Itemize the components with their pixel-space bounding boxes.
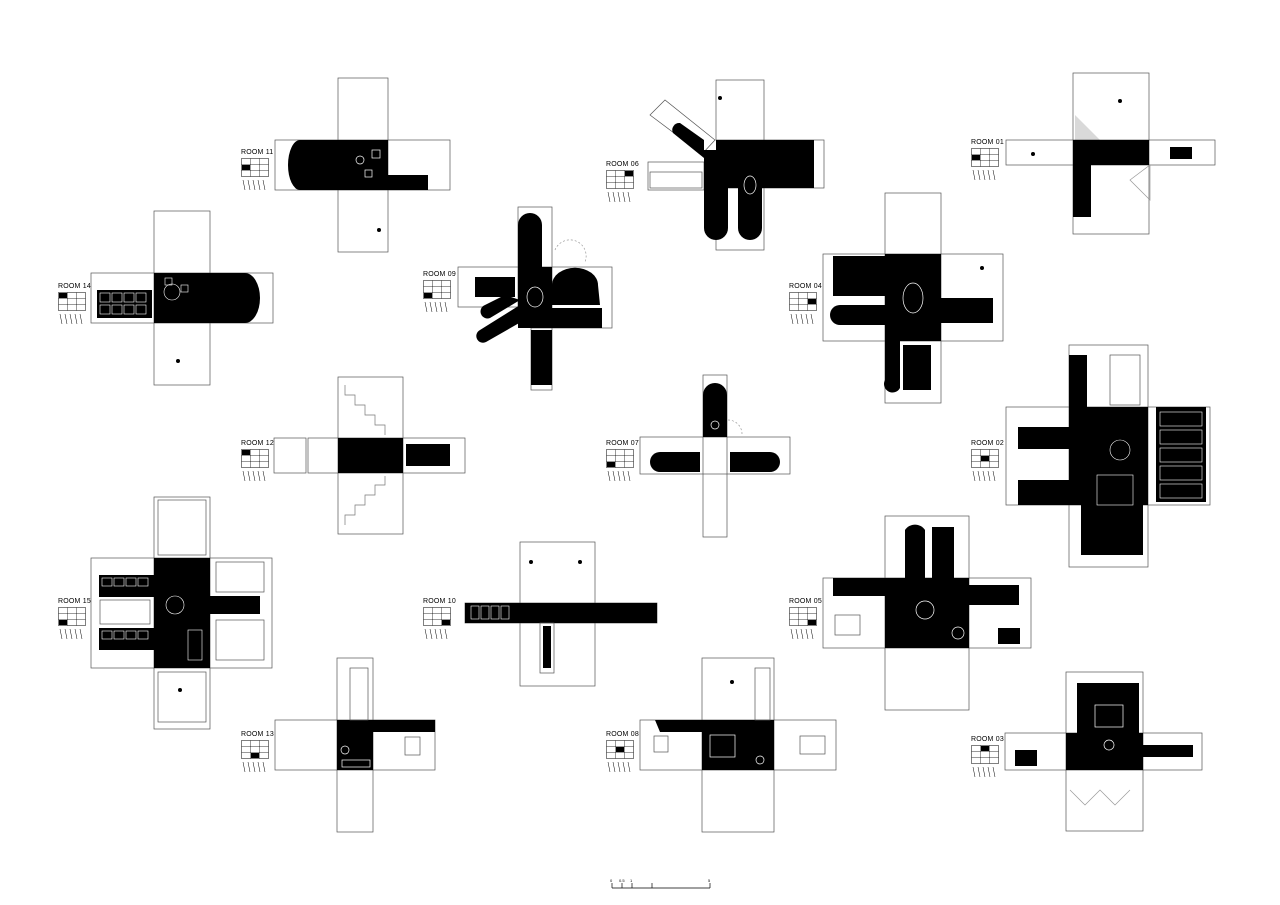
scale-bar bbox=[611, 883, 711, 889]
room-10-plan bbox=[464, 541, 658, 687]
room-key-diagram bbox=[241, 740, 269, 774]
room-label-13: ROOM 13 bbox=[241, 731, 274, 738]
room-09-plan bbox=[457, 206, 613, 391]
room-04-plan bbox=[822, 192, 1004, 404]
room-key-diagram bbox=[241, 158, 269, 192]
room-key-diagram bbox=[971, 449, 999, 483]
room-key-diagram bbox=[241, 449, 269, 483]
scale-tick-4: 5 bbox=[708, 878, 711, 883]
room-key-diagram bbox=[606, 170, 634, 204]
room-key-diagram bbox=[606, 449, 634, 483]
scale-tick-2: 1 bbox=[630, 878, 633, 883]
room-label-07: ROOM 07 bbox=[606, 440, 639, 447]
room-key-diagram bbox=[58, 607, 86, 641]
room-02-plan bbox=[1005, 344, 1211, 568]
room-key-diagram bbox=[971, 148, 999, 182]
room-13-plan bbox=[274, 657, 436, 833]
room-label-05: ROOM 05 bbox=[789, 598, 822, 605]
scale-tick-1: 0.5 bbox=[619, 878, 625, 883]
room-06-plan bbox=[647, 79, 825, 251]
room-label-03: ROOM 03 bbox=[971, 736, 1004, 743]
room-label-11: ROOM 11 bbox=[241, 149, 274, 156]
room-label-10: ROOM 10 bbox=[423, 598, 456, 605]
room-key-diagram bbox=[971, 745, 999, 779]
room-label-04: ROOM 04 bbox=[789, 283, 822, 290]
room-label-06: ROOM 06 bbox=[606, 161, 639, 168]
room-key-diagram bbox=[423, 280, 451, 314]
room-label-15: ROOM 15 bbox=[58, 598, 91, 605]
room-label-02: ROOM 02 bbox=[971, 440, 1004, 447]
room-label-08: ROOM 08 bbox=[606, 731, 639, 738]
room-03-plan bbox=[1004, 671, 1203, 832]
room-key-diagram bbox=[789, 292, 817, 326]
room-11-plan bbox=[274, 77, 451, 253]
room-key-diagram bbox=[423, 607, 451, 641]
room-08-plan bbox=[639, 657, 837, 833]
room-05-plan bbox=[822, 515, 1032, 711]
room-label-01: ROOM 01 bbox=[971, 139, 1004, 146]
room-15-plan bbox=[90, 496, 273, 730]
room-label-12: ROOM 12 bbox=[241, 440, 274, 447]
room-label-09: ROOM 09 bbox=[423, 271, 456, 278]
room-key-diagram bbox=[606, 740, 634, 774]
room-12-plan bbox=[273, 376, 466, 535]
scale-tick-0: 0 bbox=[610, 878, 613, 883]
room-01-plan bbox=[1005, 72, 1216, 235]
room-label-14: ROOM 14 bbox=[58, 283, 91, 290]
room-key-diagram bbox=[58, 292, 86, 326]
room-07-plan bbox=[639, 374, 791, 538]
room-key-diagram bbox=[789, 607, 817, 641]
room-14-plan bbox=[90, 210, 274, 386]
